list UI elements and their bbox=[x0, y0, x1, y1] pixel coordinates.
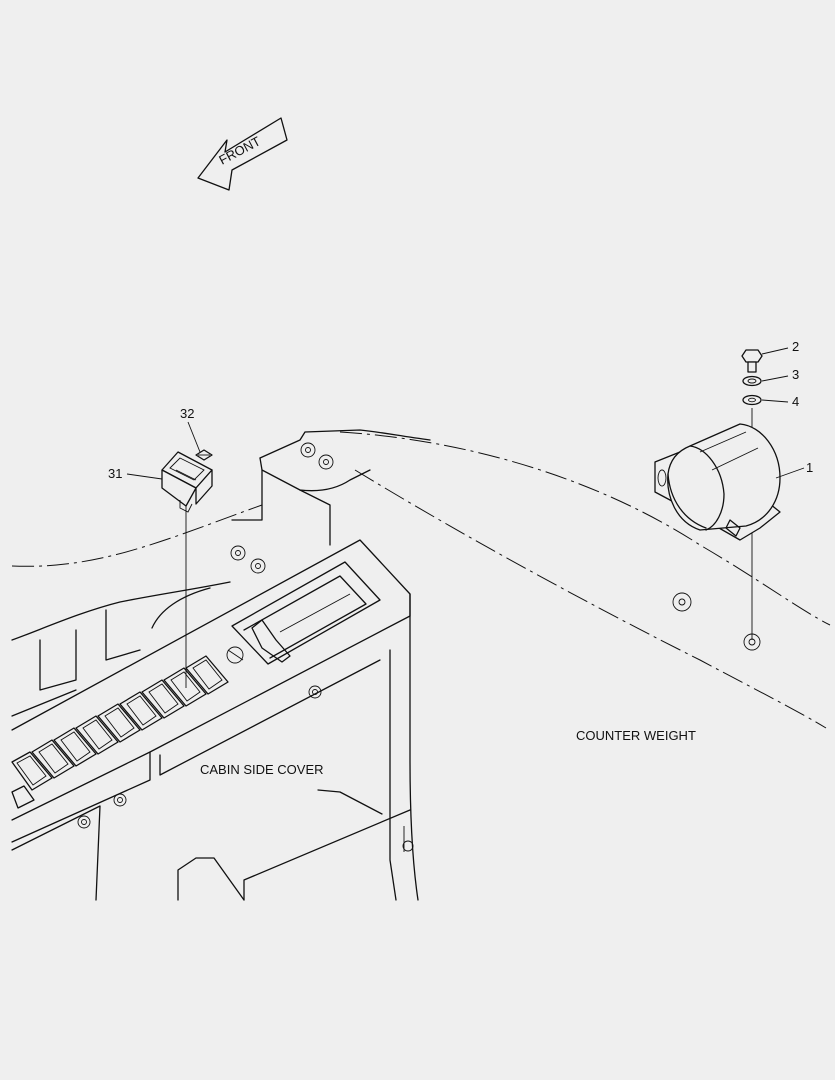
callout-1: 1 bbox=[806, 460, 813, 475]
callout-32: 32 bbox=[180, 406, 194, 421]
switch-assembly bbox=[161, 449, 213, 688]
leader-lines bbox=[126, 347, 805, 480]
alarm-buzzer-assembly bbox=[654, 349, 781, 640]
cabin-side-cover bbox=[11, 539, 419, 901]
cabin-frame bbox=[11, 429, 431, 717]
callout-31: 31 bbox=[108, 466, 122, 481]
callout-4: 4 bbox=[792, 394, 799, 409]
callout-2: 2 bbox=[792, 339, 799, 354]
switch-slot-row bbox=[11, 655, 229, 809]
front-arrow: FRONT bbox=[197, 117, 288, 191]
label-counter-weight: COUNTER WEIGHT bbox=[576, 728, 696, 743]
label-cabin-side-cover: CABIN SIDE COVER bbox=[200, 762, 324, 777]
callout-3: 3 bbox=[792, 367, 799, 382]
